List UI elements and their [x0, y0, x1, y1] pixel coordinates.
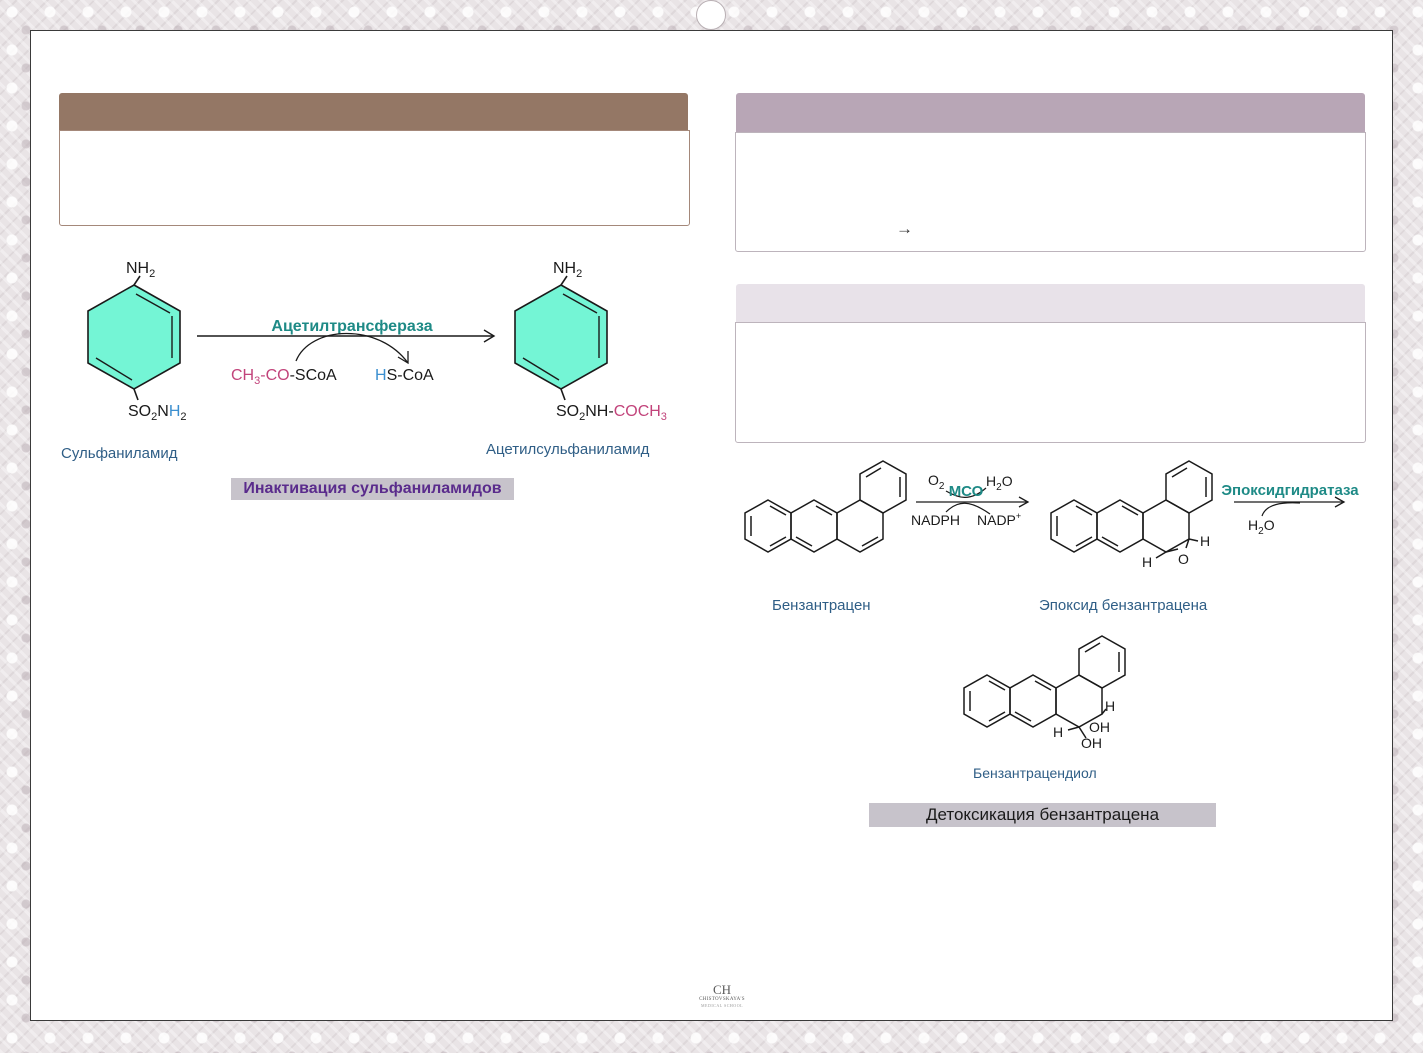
left-header-bar: [59, 93, 688, 130]
diol-name: Бензантрацендиол: [973, 765, 1097, 781]
epoxide-h-left: H: [1142, 554, 1152, 570]
right-header-bar-2: [736, 284, 1365, 322]
substrate-ring: [87, 275, 181, 401]
diol-h-upper: H: [1105, 698, 1115, 714]
product-acetylamide-group: SO2NH-COCH3: [556, 403, 667, 423]
diol-oh-upper: OH: [1089, 719, 1110, 735]
product-ring: [514, 275, 608, 401]
logo-line2: MEDICAL SCHOOL: [700, 1003, 744, 1008]
o2-label: O2: [928, 472, 945, 492]
school-logo: CH CHISTOVSKAYA'S MEDICAL SCHOOL: [692, 982, 752, 1009]
epoxide-oxygen: O: [1178, 551, 1189, 567]
nadph-label: NADPH: [911, 512, 960, 528]
epoxide-h-right: H: [1200, 533, 1210, 549]
left-text-box: [59, 130, 690, 226]
hydratase-h2o-label: H2O: [1248, 517, 1275, 537]
logo-line1: CHISTOVSKAYA'S: [699, 997, 745, 1002]
benz-detox-label: Детоксикация бензантрацена: [869, 803, 1216, 827]
sulfanilamide-scheme: NH2 SO2NH2 Ацетилтрансфераза CH3-CO-SCoA…: [87, 260, 667, 423]
h2o-product-label: H2O: [986, 473, 1013, 493]
arrow-icon: →: [896, 219, 913, 238]
cofactor-curved-arrow: [295, 332, 409, 364]
benzanthracene-structure: [744, 460, 907, 553]
sulfa-inactivation-label: Инактивация сульфаниламидов: [231, 478, 514, 500]
acetylsulfanilamide-name: Ацетилсульфаниламид: [486, 441, 650, 458]
right-text-box-2: [735, 322, 1366, 443]
logo-mark: CH: [712, 982, 732, 997]
acetyltransferase-label: Ацетилтрансфераза: [271, 318, 432, 335]
right-text-box: [735, 132, 1366, 252]
benzanthracene-name: Бензантрацен: [772, 597, 871, 614]
binder-ring-icon: [696, 0, 726, 30]
diol-h-lower: H: [1053, 724, 1063, 740]
epoxide-name: Эпоксид бензантрацена: [1039, 597, 1208, 614]
nadp-label: NADP+: [977, 511, 1021, 528]
epoxide-structure: [1050, 460, 1213, 559]
substrate-amino-group: NH2: [126, 260, 155, 280]
right-header-bar: [736, 93, 1365, 132]
sulfanilamide-name: Сульфаниламид: [61, 445, 178, 462]
substrate-sulfonamide-group: SO2NH2: [128, 403, 187, 423]
diol-structure: [963, 635, 1126, 739]
hs-coa-label: HS-CoA: [375, 367, 434, 384]
diol-oh-lower: OH: [1081, 735, 1102, 751]
product-amino-group: NH2: [553, 260, 582, 280]
hydratase-label: Эпоксидгидратаза: [1221, 482, 1359, 499]
mco-label: МСО: [949, 483, 984, 500]
acetyl-coa-label: CH3-CO-SCoA: [231, 367, 337, 387]
benzanthracene-scheme: O2 МСО H2O NADPH NADP+ H H O Эпоксидгидр…: [744, 460, 1359, 751]
